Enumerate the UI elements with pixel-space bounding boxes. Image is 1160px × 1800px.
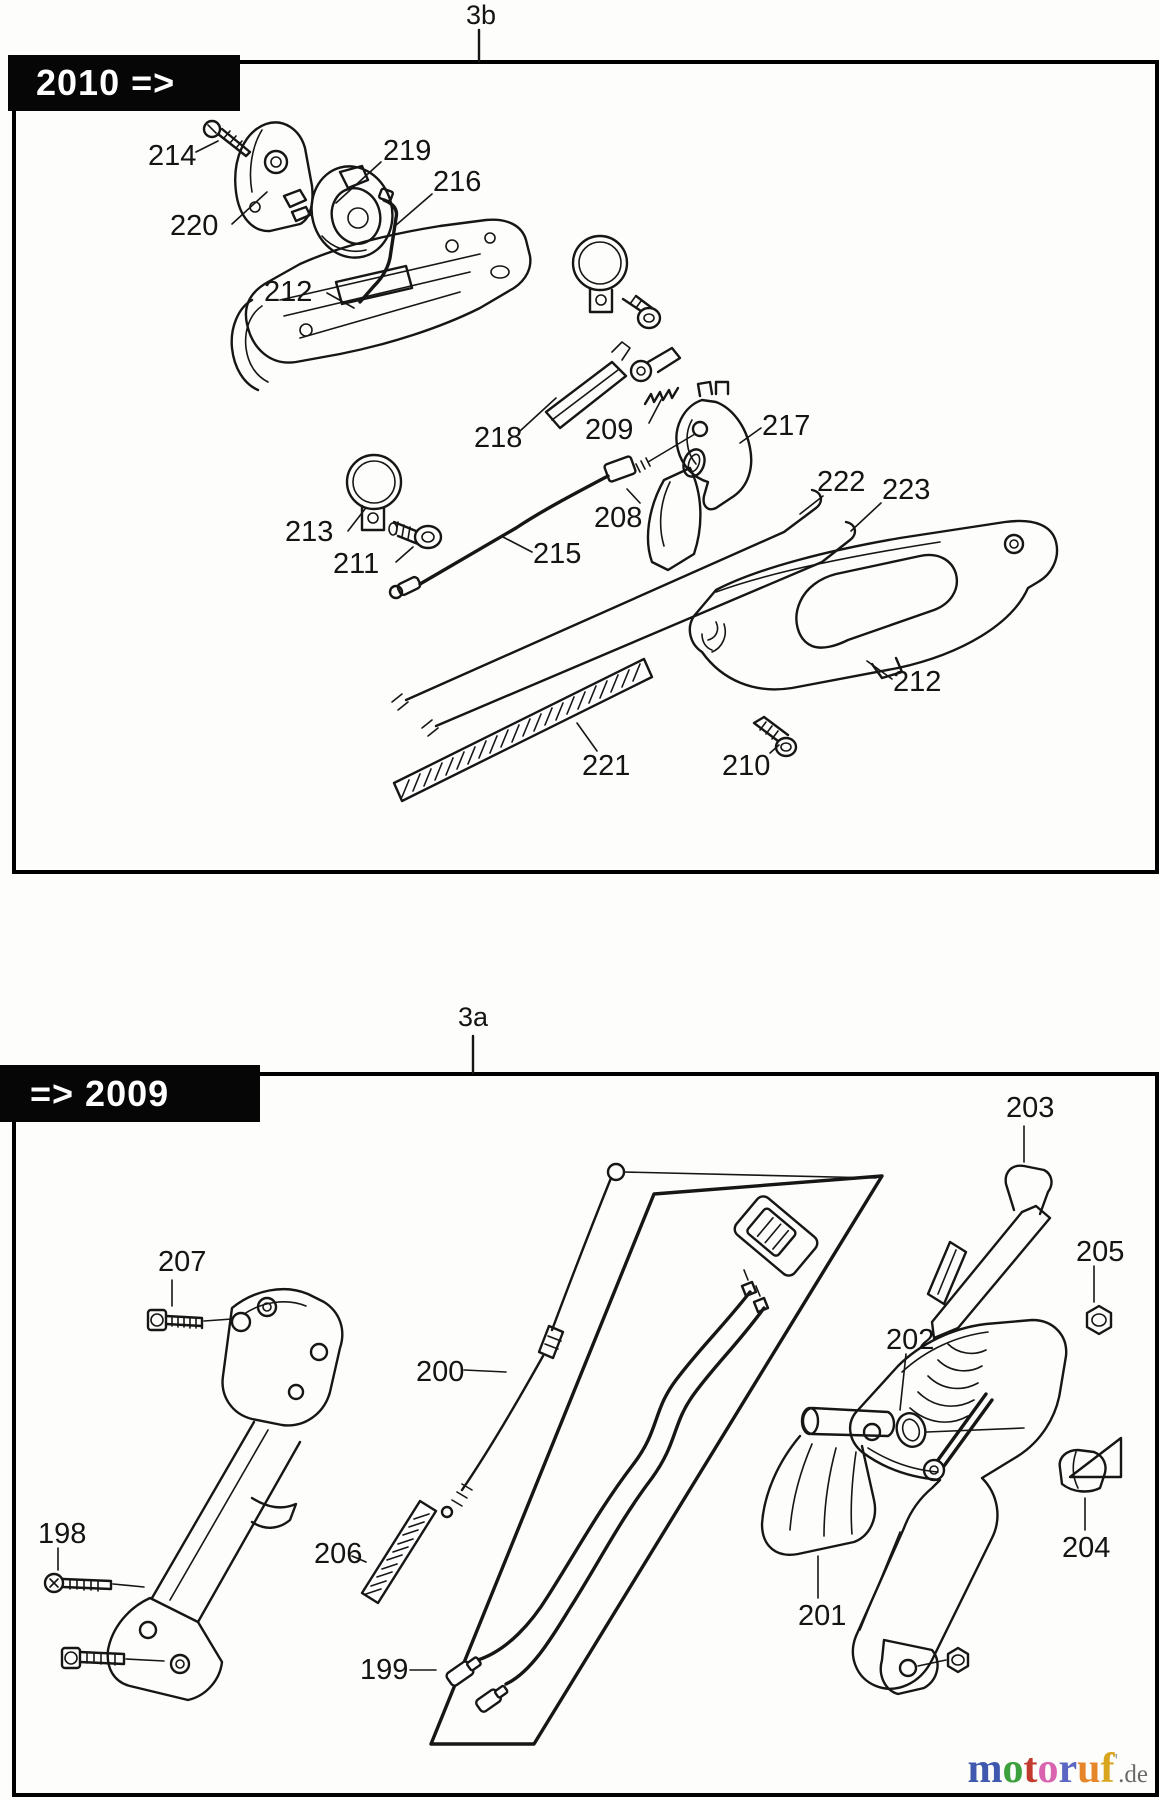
logo-letter-u: u <box>1077 1746 1101 1792</box>
figure-3b-parts <box>195 119 1059 803</box>
logo-letter-o: o <box>1037 1746 1059 1792</box>
figure-frame-3b <box>12 60 1159 874</box>
logo-letter-o: o <box>1002 1746 1024 1792</box>
figure-3a-parts <box>43 1125 1123 1746</box>
logo-letter-r: r <box>1058 1746 1078 1792</box>
logo-letter-t: t <box>1023 1746 1038 1792</box>
motoruf-logo-tick: ' <box>1114 1750 1119 1772</box>
figure-frame-3a <box>12 1072 1159 1797</box>
logo-letter-m: m <box>967 1746 1003 1792</box>
logo-letter-f: f <box>1100 1746 1115 1792</box>
motoruf-logo-letters: motoruf <box>968 1746 1115 1792</box>
motoruf-logo[interactable]: motoruf'.de <box>968 1748 1148 1790</box>
motoruf-logo-suffix: .de <box>1118 1761 1148 1788</box>
